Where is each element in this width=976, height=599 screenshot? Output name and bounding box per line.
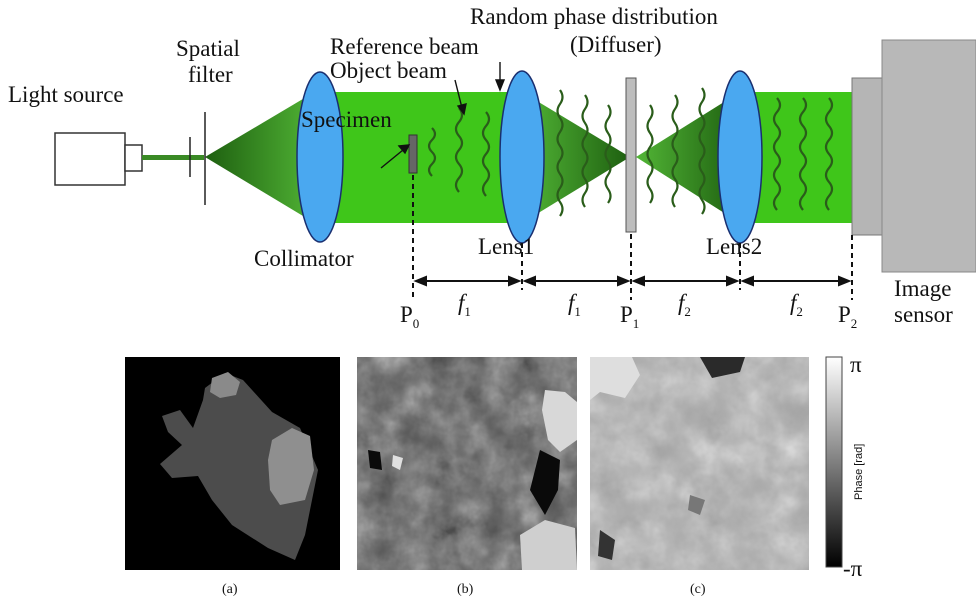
- plane-p1-label: P1: [620, 302, 639, 331]
- light-source-nozzle: [124, 144, 143, 172]
- specimen: [408, 134, 418, 174]
- diverging-cone: [205, 90, 318, 225]
- image-sensor-body: [881, 39, 976, 273]
- panel-a-specimen-phase: [125, 357, 340, 570]
- label-pointers: [380, 62, 506, 169]
- light-source-label: Light source: [8, 82, 124, 107]
- focal-distance-arrows: [413, 275, 852, 287]
- diffuser-wavefronts: [646, 87, 706, 215]
- plane-p0-label: P0: [400, 302, 419, 331]
- lens1-label: Lens1: [478, 234, 534, 259]
- plane-markers: [412, 175, 853, 300]
- lens1-wavefronts: [556, 89, 612, 217]
- spatial-filter-label-1: Spatial: [176, 36, 240, 61]
- object-wavefronts: [427, 107, 491, 197]
- lens2: [717, 70, 763, 244]
- focal-length-label-2: f1: [568, 290, 581, 319]
- panel-c-diffuser-phase: [590, 357, 809, 570]
- spatial-filter-label-2: filter: [188, 62, 233, 87]
- object-beam-label: Object beam: [330, 58, 447, 83]
- lens2-wavefronts: [772, 97, 834, 211]
- colorbar-axis-label: Phase [rad]: [853, 444, 865, 500]
- diffuser: [625, 77, 637, 233]
- image-sensor-front: [851, 77, 883, 236]
- focal-length-label-1: f1: [458, 290, 471, 319]
- panel-c-caption: (c): [690, 582, 706, 597]
- focal-length-label-4: f2: [790, 290, 803, 319]
- panel-b-lens1-phase: [357, 357, 577, 570]
- colorbar-max-label: π: [850, 352, 862, 377]
- lens2-label: Lens2: [706, 234, 762, 259]
- panel-a-caption: (a): [222, 582, 238, 597]
- panel-b-caption: (b): [457, 582, 474, 597]
- focal-length-label-3: f2: [678, 290, 691, 319]
- collimator-label: Collimator: [254, 246, 354, 271]
- colorbar-min-label: -π: [843, 556, 863, 581]
- laser-line: [142, 155, 204, 160]
- plane-tick-lines: [521, 243, 741, 290]
- reference-beam-label: Reference beam: [330, 34, 479, 59]
- specimen-label: Specimen: [301, 107, 392, 132]
- random-phase-label: Random phase distribution: [470, 4, 718, 29]
- light-source-box: [54, 132, 126, 186]
- image-sensor-label-1: Image: [894, 276, 951, 301]
- phase-colorbar: [825, 356, 843, 568]
- image-sensor-label-2: sensor: [894, 302, 953, 327]
- converging-cone-1: [522, 92, 630, 223]
- plane-p2-label: P2: [838, 302, 857, 331]
- diverging-cone-2: [636, 92, 740, 223]
- diffuser-label: (Diffuser): [570, 32, 662, 57]
- lens1: [499, 70, 545, 244]
- collimator-lens: [296, 71, 344, 243]
